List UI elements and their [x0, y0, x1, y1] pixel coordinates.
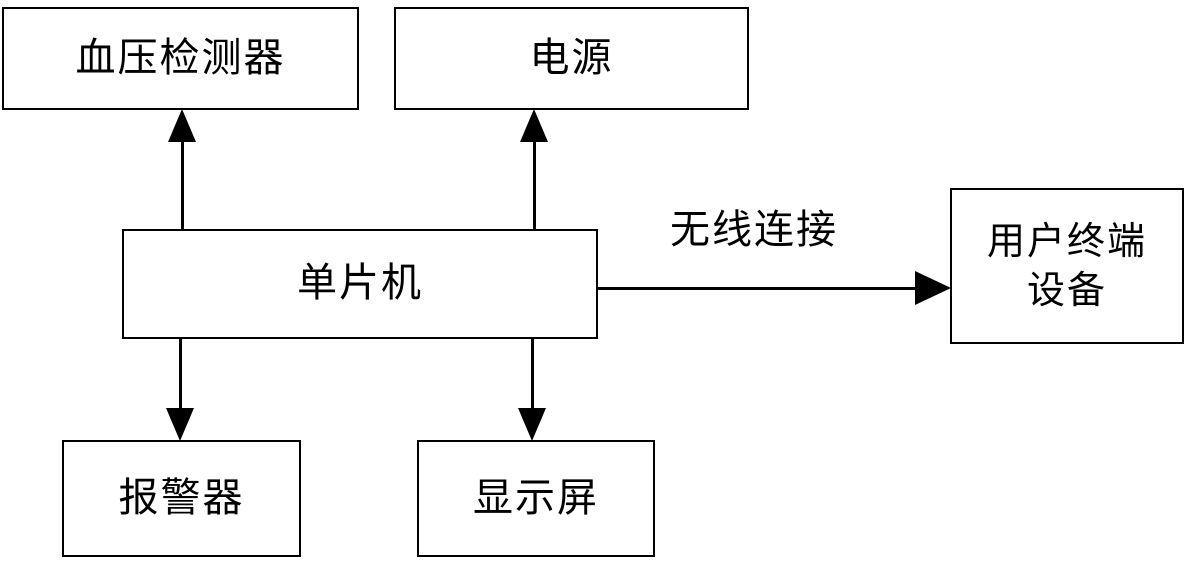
- arrow-up-icon-mcu-to-blood-pressure-detector: [168, 109, 196, 142]
- arrow-right-icon-mcu-to-user-terminal-device: [915, 271, 951, 305]
- arrow-down-icon-mcu-to-alarm: [166, 408, 194, 441]
- arrow-down-icon-mcu-to-display-screen: [518, 408, 546, 441]
- node-label-microcontroller: 单片机: [297, 260, 423, 307]
- node-microcontroller[interactable]: 单片机: [122, 229, 598, 339]
- node-label-blood-pressure-detector: 血压检测器: [75, 34, 286, 81]
- node-blood-pressure-detector[interactable]: 血压检测器: [2, 7, 359, 110]
- edge-mcu-to-power-supply-line: [533, 140, 536, 231]
- edge-mcu-to-user-terminal-device-line: [596, 287, 918, 290]
- node-alarm[interactable]: 报警器: [62, 440, 301, 557]
- edge-mcu-to-display-screen-line: [531, 337, 534, 410]
- edge-label-wireless-connection: 无线连接: [670, 207, 838, 253]
- arrow-up-icon-mcu-to-power-supply: [520, 109, 548, 142]
- node-user-terminal-device[interactable]: 用户终端 设备: [950, 188, 1184, 344]
- edge-mcu-to-alarm-line: [179, 337, 182, 410]
- node-label-power-supply: 电源: [529, 34, 614, 81]
- edge-mcu-to-blood-pressure-detector-line: [181, 140, 184, 231]
- node-label-display-screen: 显示屏: [473, 474, 599, 521]
- node-display-screen[interactable]: 显示屏: [417, 440, 655, 557]
- node-label-alarm: 报警器: [118, 474, 245, 521]
- node-label-user-terminal-device: 用户终端 设备: [986, 219, 1147, 312]
- node-power-supply[interactable]: 电源: [394, 7, 749, 110]
